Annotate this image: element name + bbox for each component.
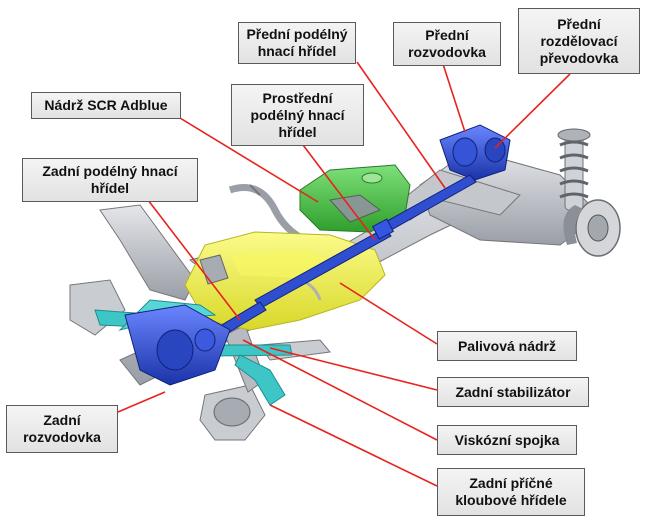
label-zadni-rozvodovka: Zadní rozvodovka: [6, 405, 118, 453]
label-nadrz-scr-adblue: Nádrž SCR Adblue: [31, 92, 181, 119]
adblue-tank-shape: [299, 164, 411, 233]
leader-zadni-podelny: [147, 199, 241, 321]
leader-predni-podelny: [356, 61, 446, 189]
label-predni-rozdelovaci-prevodovka: Přední rozdělovací převodovka: [518, 8, 640, 74]
leader-rozvodovka-zadni: [117, 391, 166, 413]
driveline-shape: [124, 124, 511, 386]
label-zadni-podelny-hridel: Zadní podélný hnací hřídel: [22, 158, 198, 202]
leader-viskozni: [242, 339, 438, 441]
front-strut-spring: [557, 128, 591, 211]
label-prostredni-podelny-hridel: Prostřední podélný hnací hřídel: [231, 84, 364, 146]
label-zadni-stabilizator: Zadní stabilizátor: [437, 377, 589, 407]
leader-predni-rozvodovka: [442, 63, 466, 133]
front-brake-disc: [563, 199, 621, 257]
leader-pricne: [269, 404, 438, 487]
label-viskozni-spojka: Viskózní spojka: [437, 425, 577, 455]
leader-adblue: [179, 117, 319, 203]
leader-stabilizator: [269, 347, 438, 391]
label-zadni-pricne-kloubove-hridele: Zadní příčné kloubové hřídele: [437, 468, 585, 516]
leader-palivova: [339, 282, 438, 345]
leader-predni-rozdelovaci: [494, 73, 571, 149]
label-predni-podelny-hridel: Přední podélný hnací hřídel: [238, 22, 356, 64]
leader-lines: [117, 61, 571, 487]
leader-prostredni: [302, 144, 376, 241]
label-palivova-nadrz: Palivová nádrž: [437, 331, 577, 361]
label-predni-rozvodovka: Přední rozvodovka: [393, 22, 501, 66]
